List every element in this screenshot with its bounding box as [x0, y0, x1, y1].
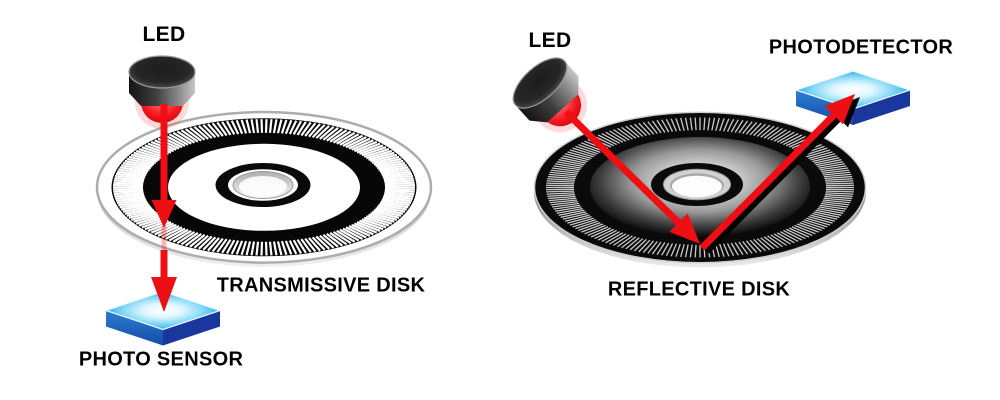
arrowhead-into-detector [824, 94, 855, 125]
label-transmissive-disk: TRANSMISSIVE DISK [216, 274, 426, 297]
transmissive-beam [151, 104, 177, 312]
arrowhead-into-disk [151, 200, 177, 228]
code-track-ticks [546, 117, 854, 258]
reflective-disk [533, 111, 867, 268]
arrowhead-onto-disk [669, 213, 700, 244]
label-photo-sensor: PHOTO SENSOR [78, 348, 244, 371]
transmissive-disk [95, 110, 433, 267]
code-track-ticks [113, 119, 415, 256]
reflective-beam [563, 94, 860, 254]
arrowhead-into-sensor [151, 277, 177, 312]
label-led-right: LED [528, 29, 572, 52]
label-led-left: LED [142, 23, 186, 46]
label-photodetector: PHOTODETECTOR [768, 36, 954, 59]
label-reflective-disk: REFLECTIVE DISK [607, 278, 791, 301]
